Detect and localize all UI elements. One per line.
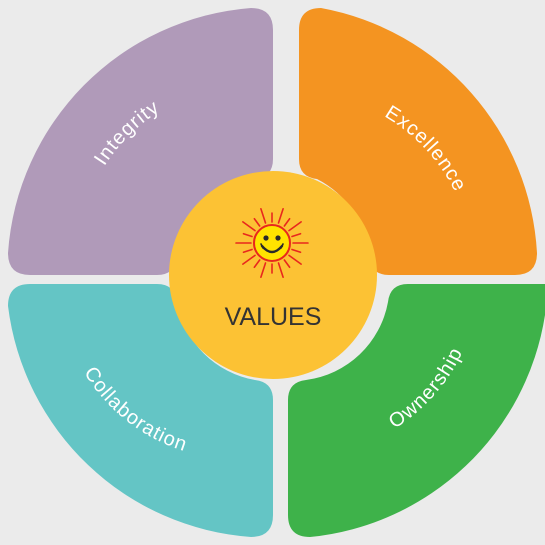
segment-collaboration — [8, 284, 273, 537]
sun-ray — [242, 254, 256, 265]
segment-ownership — [288, 284, 545, 537]
center-circle — [169, 171, 377, 379]
segment-integrity — [8, 8, 273, 275]
sun-ray — [277, 262, 284, 279]
sun-ray — [260, 207, 267, 224]
sun-ray — [242, 232, 253, 238]
sun-ray — [253, 259, 261, 269]
sun-ray — [277, 207, 284, 224]
center-label: VALUES — [225, 303, 322, 331]
smiley-sun-icon — [235, 207, 309, 279]
sun-ray — [288, 254, 302, 265]
sun-ray — [283, 217, 291, 227]
sun-ray — [253, 217, 261, 227]
sun-ray — [291, 248, 302, 254]
sun-ray — [260, 262, 267, 279]
sun-ray — [291, 232, 302, 238]
sun-ray — [242, 248, 253, 254]
sun-ray — [288, 221, 302, 232]
segment-excellence — [299, 8, 537, 275]
sun-ray — [283, 259, 291, 269]
sun-ray — [242, 221, 256, 232]
